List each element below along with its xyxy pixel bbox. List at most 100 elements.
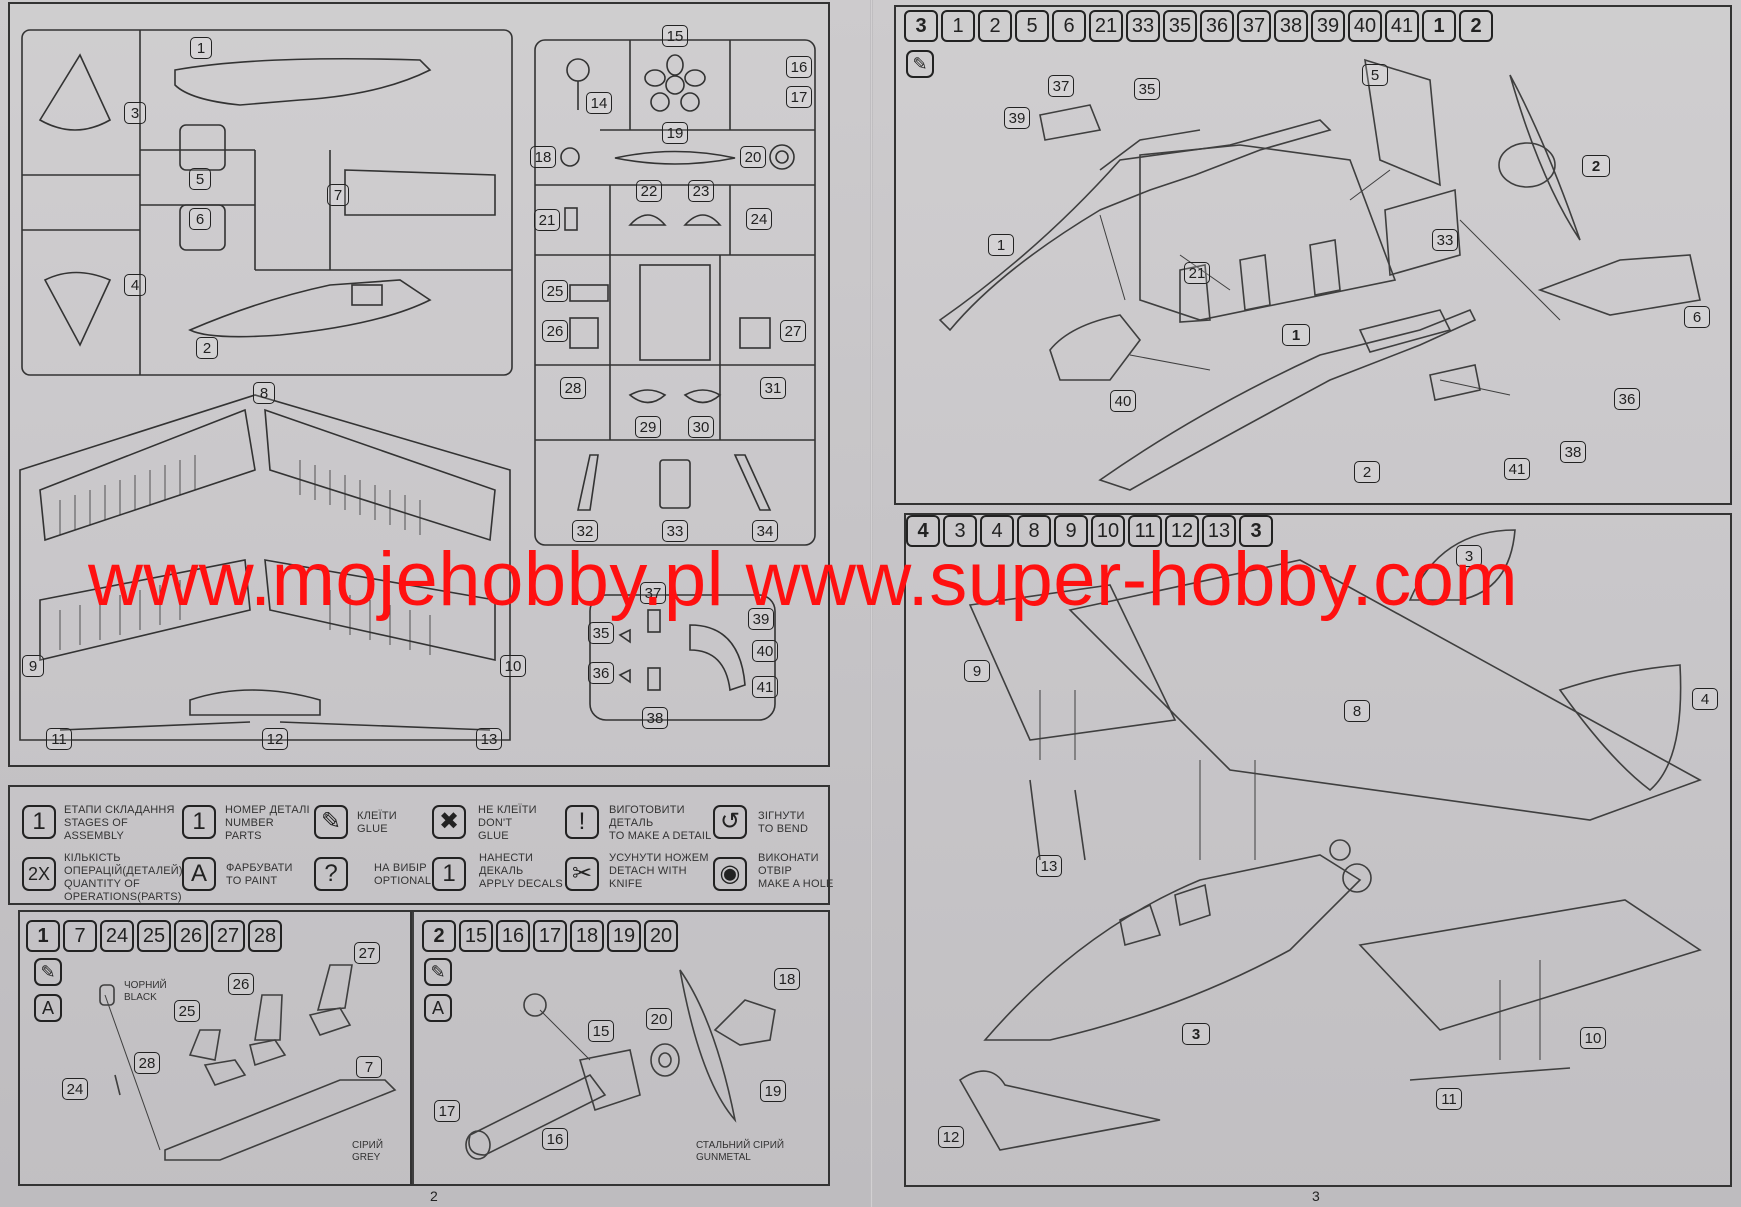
part-number: 19 bbox=[607, 920, 641, 952]
part-number: 14 bbox=[586, 92, 612, 114]
part-number: 33 bbox=[1126, 10, 1160, 42]
part-number: 9 bbox=[964, 660, 990, 682]
part-number: 26 bbox=[542, 320, 568, 342]
hole-icon: ◉ bbox=[713, 857, 747, 891]
part-number: 10 bbox=[1580, 1027, 1606, 1049]
part-number: 26 bbox=[228, 973, 254, 995]
sprue-a-frame bbox=[21, 29, 513, 376]
part-number: 17 bbox=[434, 1100, 460, 1122]
part-number: 15 bbox=[662, 25, 688, 47]
make-detail-icon: ! bbox=[565, 805, 599, 839]
part-number: 4 bbox=[124, 274, 146, 296]
paint-icon: A bbox=[182, 857, 216, 891]
legend-assembly-stages: ЕТАПИ СКЛАДАННЯ STAGES OF ASSEMBLY bbox=[64, 804, 175, 842]
part-number: 19 bbox=[760, 1080, 786, 1102]
part-number: 15 bbox=[588, 1020, 614, 1042]
part-number: 35 bbox=[1134, 78, 1160, 100]
legend-apply-decals: НАНЕСТИ ДЕКАЛЬ APPLY DECALS bbox=[479, 852, 563, 890]
part-number: 11 bbox=[46, 728, 72, 750]
part-number: 2 bbox=[1582, 155, 1610, 177]
part-number: 6 bbox=[1684, 306, 1710, 328]
part-number: 36 bbox=[1200, 10, 1234, 42]
part-number: 32 bbox=[572, 520, 598, 542]
part-number: 20 bbox=[740, 146, 766, 168]
glue-icon: ✎ bbox=[314, 805, 348, 839]
step-number: 4 bbox=[906, 515, 940, 547]
part-number: 21 bbox=[1089, 10, 1123, 42]
part-number: 27 bbox=[211, 920, 245, 952]
stage-icon: 1 bbox=[22, 805, 56, 839]
step-ref: 1 bbox=[1422, 10, 1456, 42]
part-number: 17 bbox=[533, 920, 567, 952]
page-fold bbox=[870, 0, 873, 1207]
part-number: 1 bbox=[190, 37, 212, 59]
part-number: 7 bbox=[327, 184, 349, 206]
black-color-label: ЧОРНИЙ BLACK bbox=[124, 980, 167, 1003]
part-number: 13 bbox=[1036, 855, 1062, 877]
part-number: 37 bbox=[1237, 10, 1271, 42]
part-number: 18 bbox=[530, 146, 556, 168]
step-number: 2 bbox=[422, 920, 456, 952]
part-number: 27 bbox=[354, 942, 380, 964]
glue-icon: ✎ bbox=[906, 50, 934, 78]
step-4-panel bbox=[904, 513, 1732, 1187]
part-number: 17 bbox=[786, 86, 812, 108]
part-number: 39 bbox=[748, 608, 774, 630]
part-number: 3 bbox=[124, 102, 146, 124]
part-number: 18 bbox=[570, 920, 604, 952]
paint-icon: A bbox=[34, 994, 62, 1022]
part-number: 2 bbox=[978, 10, 1012, 42]
part-number: 10 bbox=[1091, 515, 1125, 547]
part-number: 5 bbox=[189, 168, 211, 190]
part-number: 41 bbox=[1385, 10, 1419, 42]
legend-dont-glue: НЕ КЛЕЇТИ DON'T GLUE bbox=[478, 804, 537, 842]
legend-optional: НА ВИБІР OPTIONAL bbox=[374, 862, 432, 887]
part-number: 40 bbox=[752, 640, 778, 662]
part-number: 19 bbox=[662, 122, 688, 144]
step-number: 3 bbox=[904, 10, 938, 42]
legend-make-detail: ВИГОТОВИТИ ДЕТАЛЬ TO MAKE A DETAIL bbox=[609, 804, 712, 842]
part-number: 36 bbox=[1614, 388, 1640, 410]
part-number: 33 bbox=[662, 520, 688, 542]
part-number: 24 bbox=[746, 208, 772, 230]
part-number: 3 bbox=[1182, 1023, 1210, 1045]
part-number: 28 bbox=[560, 377, 586, 399]
grey-color-label: СІРИЙ GREY bbox=[352, 1140, 384, 1163]
part-number: 2 bbox=[196, 337, 218, 359]
legend-bend: ЗІГНУТИ TO BEND bbox=[758, 810, 809, 835]
gunmetal-color-label: СТАЛЬНИЙ СІРИЙ GUNMETAL bbox=[696, 1140, 785, 1163]
part-number: 3 bbox=[943, 515, 977, 547]
part-number: 37 bbox=[640, 582, 666, 604]
glue-icon: ✎ bbox=[424, 958, 452, 986]
part-number: 15 bbox=[459, 920, 493, 952]
part-number: 26 bbox=[174, 920, 208, 952]
part-number: 35 bbox=[1163, 10, 1197, 42]
part-number: 1 bbox=[988, 234, 1014, 256]
step-ref: 3 bbox=[1239, 515, 1273, 547]
part-number: 23 bbox=[688, 180, 714, 202]
part-number: 28 bbox=[248, 920, 282, 952]
part-number: 25 bbox=[137, 920, 171, 952]
part-number: 25 bbox=[542, 280, 568, 302]
legend-knife: УСУНУТИ НОЖЕМ DETACH WITH KNIFE bbox=[609, 852, 709, 890]
knife-icon: ✂ bbox=[565, 857, 599, 891]
part-number: 18 bbox=[774, 968, 800, 990]
part-number: 33 bbox=[1432, 229, 1458, 251]
part-number: 13 bbox=[1202, 515, 1236, 547]
dont-glue-icon: ✖ bbox=[432, 805, 466, 839]
step-number: 1 bbox=[26, 920, 60, 952]
part-number: 2 bbox=[1354, 461, 1380, 483]
part-number: 31 bbox=[760, 377, 786, 399]
sprue-b-frame bbox=[534, 39, 816, 546]
part-number-icon: 1 bbox=[182, 805, 216, 839]
part-number: 41 bbox=[752, 676, 778, 698]
part-number: 3 bbox=[1456, 545, 1482, 567]
part-number: 24 bbox=[100, 920, 134, 952]
part-number: 8 bbox=[253, 382, 275, 404]
part-number: 13 bbox=[476, 728, 502, 750]
watermark-text: www.mojehobby.pl www.super-hobby.com bbox=[88, 537, 1519, 622]
part-number: 37 bbox=[1048, 75, 1074, 97]
part-number: 25 bbox=[174, 1000, 200, 1022]
part-number: 7 bbox=[63, 920, 97, 952]
